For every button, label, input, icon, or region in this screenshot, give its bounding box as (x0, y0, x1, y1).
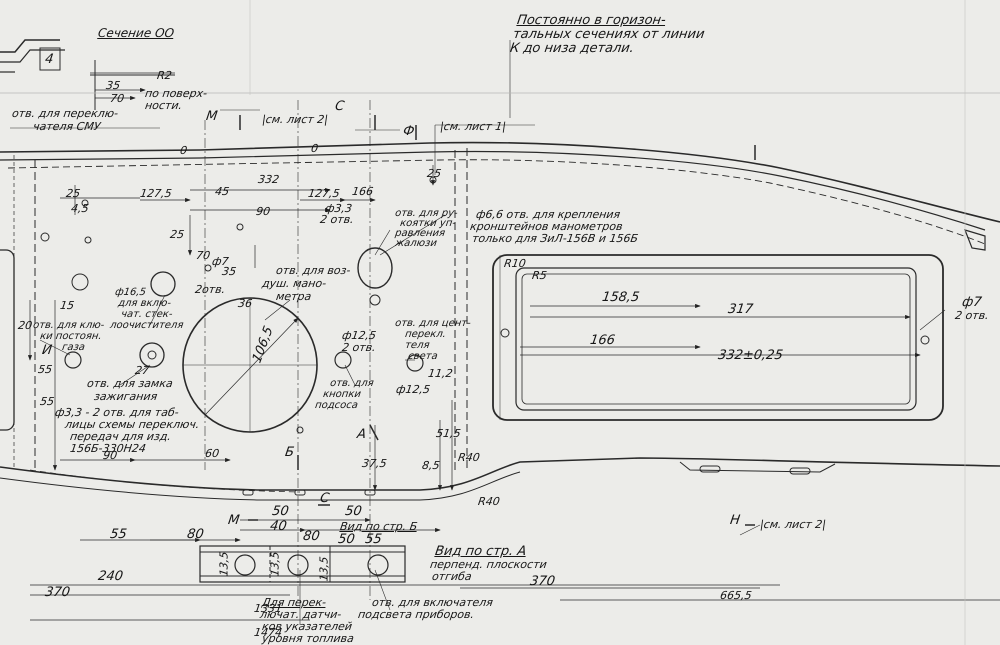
panel-top-edge (0, 141, 1000, 223)
dia-3-3-2: 2 отв. (319, 213, 355, 226)
section-letter-m: М (205, 109, 219, 124)
dia-7-left-2: 2отв. (194, 283, 227, 296)
dim-70: 70 (109, 92, 125, 105)
dim-r40-a: R40 (457, 451, 481, 464)
dim-r40-b: R40 (477, 495, 501, 508)
wiper-4: лоочистителя (109, 320, 185, 331)
dim-90: 90 (255, 205, 271, 218)
ignition-2: зажигания (93, 390, 159, 403)
dim-55-d: 55 (364, 532, 383, 547)
dim-20: 20 (17, 319, 33, 332)
dim-332-tol: 332±0,25 (717, 348, 784, 363)
section-letter-f: Ф (402, 124, 416, 139)
dim-1474: 1474 (253, 626, 283, 639)
sheet-ref-top-left: |см. лист 2| (261, 113, 329, 126)
dim-37-5: 37,5 (361, 457, 388, 470)
dim-27: 27 (134, 364, 150, 377)
dim-36: 36 (237, 297, 253, 310)
dim-332: 332 (257, 173, 280, 186)
window-inner (515, 267, 917, 411)
section-letter-h: Н (729, 513, 741, 528)
manometer-3: метра (275, 290, 313, 303)
dim-370-b: 370 (529, 574, 556, 589)
dim-240: 240 (97, 569, 124, 584)
holes-6-6-3: только для ЗиЛ-156В и 156Б (471, 232, 639, 245)
dim-25-a: 25 (65, 187, 81, 200)
view-a-1: Вид по стр. А (434, 544, 528, 559)
sheet-ref-top-mid: |см. лист 1| (439, 120, 507, 133)
dim-55-b: 55 (39, 395, 55, 408)
panel-flange (7, 159, 986, 245)
dim-r5: R5 (531, 269, 548, 282)
dia-12-5-b: ф12,5 (395, 383, 431, 396)
dim-15: 15 (59, 299, 75, 312)
dim-70-b: 70 (195, 249, 211, 262)
section-letter-c2: С (319, 491, 331, 506)
dia-7-1: ф7 (961, 295, 983, 310)
dim-127-5-a: 127,5 (139, 187, 173, 200)
dim-51-5: 51,5 (435, 427, 462, 440)
dim-55-c: 55 (109, 527, 128, 542)
dim-50-c: 50 (337, 532, 356, 547)
switch-hole-1: отв. для переклю- (11, 107, 119, 120)
dim-13-5-b: 13,5 (268, 550, 282, 578)
section-letter-c: С (334, 99, 346, 114)
dim-13-5-a: 13,5 (217, 550, 231, 578)
lamp-3: газа (61, 342, 86, 353)
section-letter-b: Б (284, 445, 296, 460)
dim-4-5: 4,5 (70, 202, 90, 215)
manometer-1: отв. для воз- (275, 264, 352, 277)
panel-top-edge-inner (0, 150, 986, 231)
center-switch-4: света (407, 351, 439, 362)
ignition-1: отв. для замка (86, 377, 174, 390)
panel-bottom-edge (0, 457, 1000, 491)
section-letter-a: А (356, 427, 368, 442)
dim-55-a: 55 (37, 363, 53, 376)
dim-1331: 1331 (253, 602, 283, 615)
dim-50-a: 50 (271, 504, 290, 519)
light-switch-2: подсвета приборов. (357, 608, 475, 621)
dim-158-5: 158,5 (601, 290, 641, 305)
dia-12-5-2: 2 отв. (341, 341, 377, 354)
dim-90-b: 90 (102, 449, 118, 462)
dim-r2: R2 (156, 69, 173, 82)
horizontal-note-1: Постоянно в горизон- (516, 13, 667, 28)
dim-50-b: 50 (344, 504, 363, 519)
horizontal-note-3: К до низа детали. (509, 41, 635, 56)
dim-166-a: 166 (351, 185, 374, 198)
switch-hole-2: чателя СМУ (32, 120, 102, 133)
dim-40: 40 (269, 519, 288, 534)
dim-35: 35 (105, 79, 121, 92)
surface-note-2: ности. (144, 99, 184, 112)
dim-25-b: 25 (426, 167, 442, 180)
section-title: Сечение ОО (97, 26, 175, 40)
window-outer (492, 254, 944, 421)
dim-11-2: 11,2 (427, 367, 454, 380)
dim-13-5-c: 13,5 (317, 555, 331, 583)
dim-8-5: 8,5 (421, 459, 441, 472)
signal-3: подсоса (314, 400, 359, 411)
dim-80-b: 80 (302, 529, 321, 544)
view-a-3: отгиба (431, 570, 473, 583)
dia-7-2: 2 отв. (954, 309, 990, 322)
hand-brake-4: жалюзи (394, 238, 438, 249)
dim-25-c: 25 (169, 228, 185, 241)
dim-45: 45 (214, 185, 230, 198)
manometer-2: душ. мано- (261, 277, 328, 290)
sheet-ref-bottom: |см. лист 2| (759, 518, 827, 531)
dim-60: 60 (204, 447, 220, 460)
dim-370-a: 370 (44, 585, 71, 600)
dim-80-a: 80 (186, 527, 205, 542)
section-letter-i: И (41, 343, 53, 358)
horizontal-note-2: тальных сечениях от линии (512, 27, 706, 42)
dim-r10: R10 (503, 257, 527, 270)
section-letter-m2: М (227, 513, 241, 528)
dim-35-b: 35 (221, 265, 237, 278)
dim-317: 317 (727, 302, 754, 317)
dim-665-5: 665,5 (719, 589, 753, 602)
dim-127-5-b: 127,5 (307, 187, 341, 200)
dim-166-b: 166 (589, 333, 616, 348)
